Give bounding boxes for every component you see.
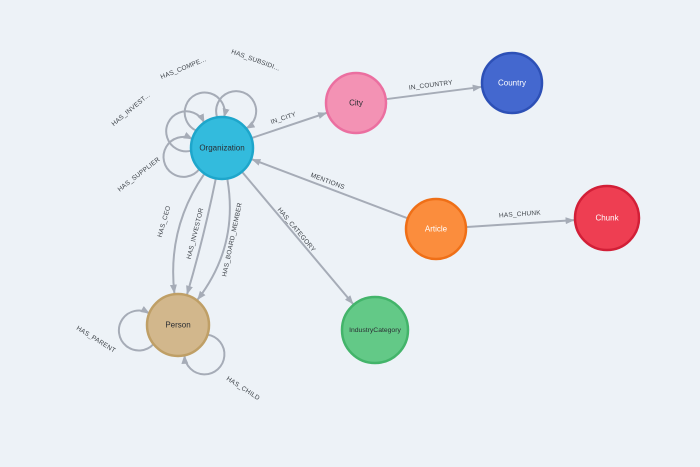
node-city-circle[interactable] [324, 71, 388, 135]
node-person[interactable]: Person [145, 292, 211, 358]
node-country-circle[interactable] [480, 51, 544, 115]
node-industrycategory[interactable]: IndustryCategory [340, 295, 410, 365]
edge-has-invest-path[interactable] [165, 110, 206, 153]
edge-has-chunk: HAS_CHUNK [466, 210, 575, 229]
edge-has-parent: HAS_PARENT [75, 306, 155, 355]
edge-has-supplier-path[interactable] [162, 132, 201, 178]
edge-in-city-path[interactable] [252, 111, 328, 139]
edge-has-child-label: HAS_CHILD [225, 375, 261, 402]
node-chunk[interactable]: Chunk [573, 184, 641, 252]
edge-has-board-member: HAS_BOARD_MEMBER [196, 179, 244, 301]
node-city[interactable]: City [324, 71, 388, 135]
node-article-circle[interactable] [404, 197, 468, 261]
edge-in-city: IN_CITY [252, 111, 328, 139]
node-chunk-circle[interactable] [573, 184, 641, 252]
node-person-circle[interactable] [145, 292, 211, 358]
edge-in-country: IN_COUNTRY [386, 79, 482, 101]
edge-has-supplier: HAS_SUPPLIER [117, 132, 201, 193]
edge-has-chunk-label: HAS_CHUNK [499, 210, 542, 220]
edge-mentions-path[interactable] [251, 158, 408, 219]
edge-has-invest: HAS_INVEST... [110, 92, 206, 153]
edge-has-category-label: HAS_CATEGORY [276, 207, 317, 254]
edge-has-compe-label: HAS_COMPE... [160, 56, 208, 81]
edge-has-investor-path[interactable] [186, 179, 217, 295]
node-industrycategory-circle[interactable] [340, 295, 410, 365]
edge-has-chunk-path[interactable] [466, 217, 575, 229]
edge-has-board-member-path[interactable] [196, 179, 231, 301]
edge-has-investor-label: HAS_INVESTOR [186, 207, 206, 260]
node-article[interactable]: Article [404, 197, 468, 261]
edge-has-ceo-path[interactable] [169, 173, 205, 294]
edge-has-supplier-label: HAS_SUPPLIER [117, 156, 162, 193]
edge-mentions: MENTIONS [251, 158, 408, 219]
edge-in-country-label: IN_COUNTRY [408, 79, 453, 91]
node-country[interactable]: Country [480, 51, 544, 115]
edge-in-country-path[interactable] [386, 84, 482, 101]
edge-has-subsidi-label: HAS_SUBSIDI... [230, 49, 281, 73]
edge-has-ceo-label: HAS_CEO [157, 205, 173, 238]
edge-has-subsidi-path[interactable] [215, 90, 258, 130]
edge-has-board-member-label: HAS_BOARD_MEMBER [221, 202, 244, 277]
node-organization-circle[interactable] [189, 115, 255, 181]
node-organization[interactable]: Organization [189, 115, 255, 181]
edge-has-compe-path[interactable] [183, 91, 230, 132]
edge-has-parent-label: HAS_PARENT [75, 325, 117, 355]
edge-has-invest-label: HAS_INVEST... [110, 92, 151, 128]
edge-has-parent-path[interactable] [117, 306, 155, 352]
edge-has-category-path[interactable] [241, 171, 354, 305]
edge-has-child-path[interactable] [181, 333, 226, 376]
